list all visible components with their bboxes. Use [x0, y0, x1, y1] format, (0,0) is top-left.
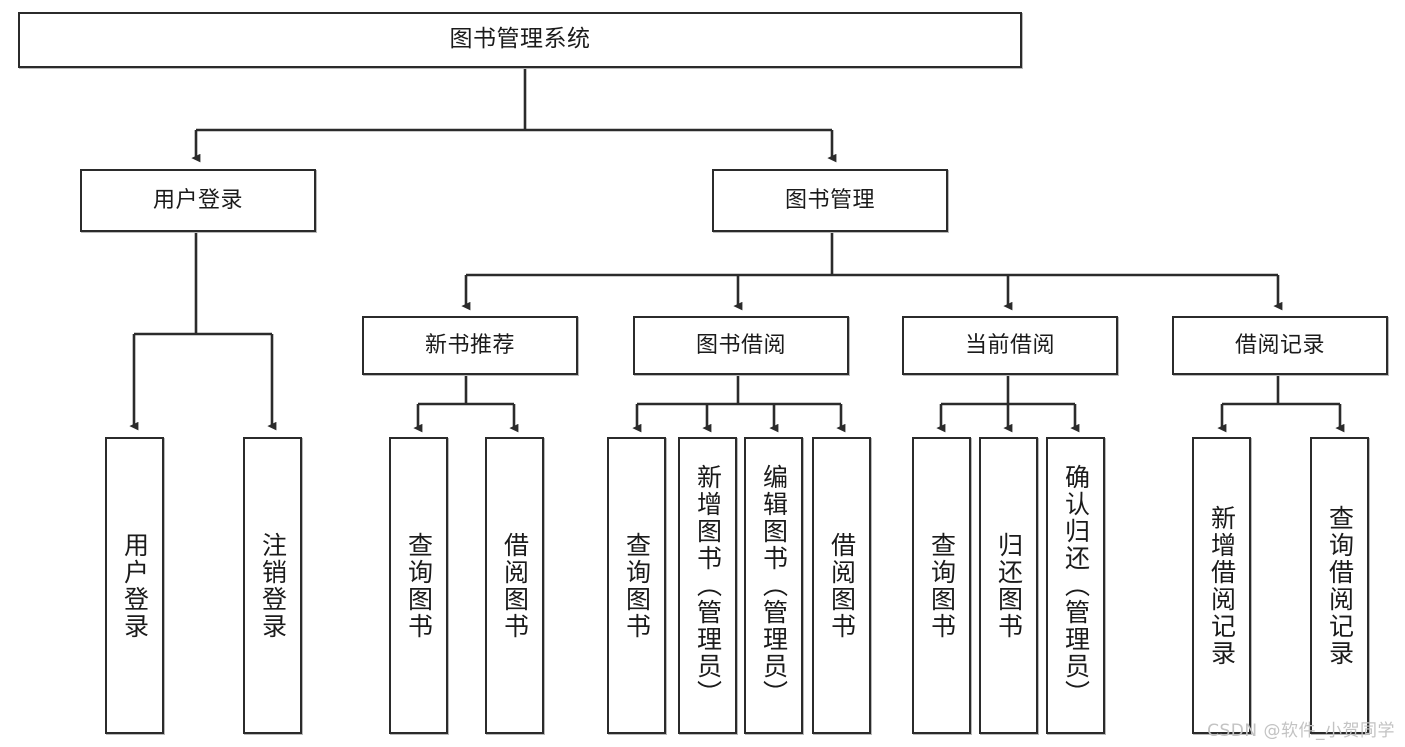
node-label: 图书管理 — [784, 187, 875, 213]
node-label: 归还图书 — [994, 531, 1024, 640]
leaf-edit-book-admin[interactable]: 编辑图书（管理员） — [744, 437, 803, 734]
node-label: 借阅图书 — [827, 531, 857, 640]
node-new-book-recommend[interactable]: 新书推荐 — [362, 316, 578, 375]
node-label: 用户登录 — [120, 531, 150, 640]
node-current-borrow[interactable]: 当前借阅 — [902, 316, 1118, 375]
node-label: 借阅记录 — [1234, 332, 1325, 358]
node-label: 新书推荐 — [424, 332, 515, 358]
leaf-add-borrow-record[interactable]: 新增借阅记录 — [1192, 437, 1251, 734]
node-label: 新增图书（管理员） — [693, 464, 723, 707]
leaf-borrow-book-recommend[interactable]: 借阅图书 — [485, 437, 544, 734]
node-label: 查询图书 — [622, 531, 652, 640]
node-label: 借阅图书 — [500, 531, 530, 640]
leaf-confirm-return-admin[interactable]: 确认归还（管理员） — [1046, 437, 1105, 734]
node-label: 编辑图书（管理员） — [759, 464, 789, 707]
leaf-return-book[interactable]: 归还图书 — [979, 437, 1038, 734]
node-label: 查询借阅记录 — [1325, 504, 1355, 667]
leaf-add-book-admin[interactable]: 新增图书（管理员） — [678, 437, 737, 734]
node-borrow-records[interactable]: 借阅记录 — [1172, 316, 1388, 375]
node-label: 图书借阅 — [695, 332, 786, 358]
node-label: 查询图书 — [927, 531, 957, 640]
leaf-user-login[interactable]: 用户登录 — [105, 437, 164, 734]
node-book-borrow[interactable]: 图书借阅 — [633, 316, 849, 375]
node-label: 查询图书 — [404, 531, 434, 640]
node-book-management[interactable]: 图书管理 — [712, 169, 948, 232]
node-label: 注销登录 — [258, 531, 288, 640]
node-label: 确认归还（管理员） — [1061, 464, 1091, 707]
leaf-query-book-borrow[interactable]: 查询图书 — [607, 437, 666, 734]
node-root-system[interactable]: 图书管理系统 — [18, 12, 1022, 68]
node-user-login[interactable]: 用户登录 — [80, 169, 316, 232]
leaf-user-logout[interactable]: 注销登录 — [243, 437, 302, 734]
watermark: CSDN @软件_小贺同学 — [1207, 721, 1395, 741]
node-label: 图书管理系统 — [449, 26, 591, 53]
leaf-borrow-book[interactable]: 借阅图书 — [812, 437, 871, 734]
node-label: 用户登录 — [152, 187, 243, 213]
node-label: 当前借阅 — [964, 332, 1055, 358]
leaf-query-book-recommend[interactable]: 查询图书 — [389, 437, 448, 734]
leaf-query-borrow-record[interactable]: 查询借阅记录 — [1310, 437, 1369, 734]
leaf-query-book-current[interactable]: 查询图书 — [912, 437, 971, 734]
node-label: 新增借阅记录 — [1207, 504, 1237, 667]
